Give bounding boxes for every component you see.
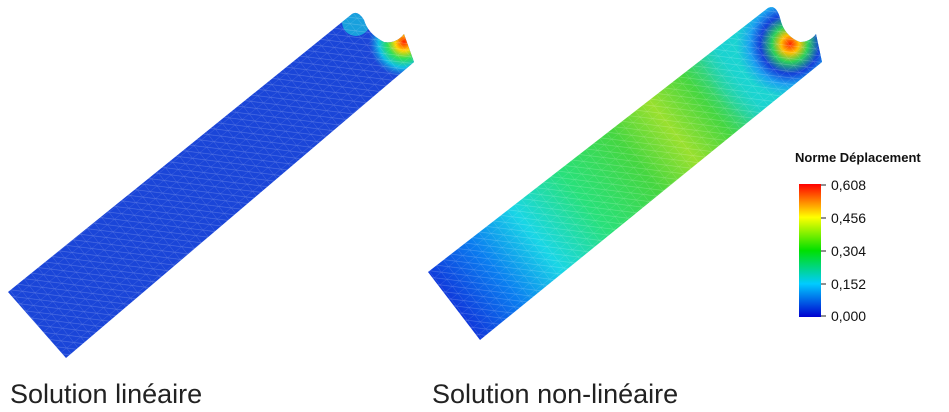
legend-tick-label: 0,608 (831, 177, 867, 193)
caption-linear-solution: Solution linéaire (10, 379, 203, 409)
legend-colorbar (799, 184, 826, 317)
legend-tick-label: 0,000 (831, 308, 867, 324)
legend-tick-label: 0,152 (831, 276, 867, 292)
caption-nonlinear-solution: Solution non-linéaire (432, 379, 679, 409)
linear-solution-plate (8, 12, 414, 358)
legend-tick-label: 0,456 (831, 210, 867, 226)
legend-title: Norme Déplacement (795, 150, 921, 165)
legend-tick-label: 0,304 (831, 243, 867, 259)
